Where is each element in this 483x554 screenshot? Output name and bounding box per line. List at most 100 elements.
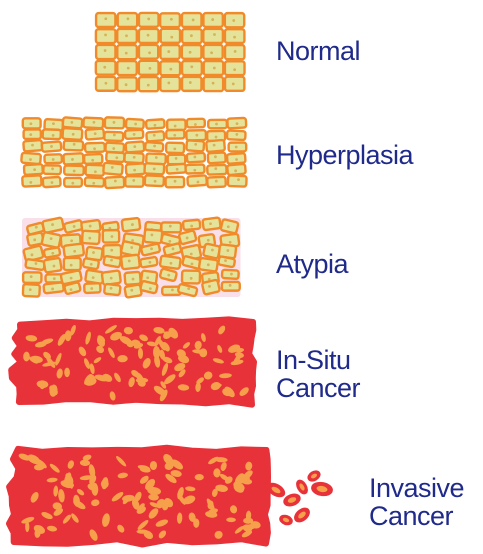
cell	[187, 119, 205, 128]
cell-nucleus	[236, 122, 239, 125]
cell-nucleus	[93, 121, 96, 124]
cell-nucleus	[72, 133, 75, 136]
cell-nucleus	[131, 239, 134, 242]
cell-nucleus	[125, 83, 128, 86]
cell-nucleus	[197, 181, 200, 184]
cell	[64, 258, 81, 270]
cell-nucleus	[92, 182, 95, 185]
cell-nucleus	[52, 158, 55, 161]
cell-nucleus	[89, 225, 92, 228]
cell	[167, 120, 185, 131]
cell-nucleus	[133, 145, 136, 148]
cell-nucleus	[211, 249, 214, 252]
cell-nucleus	[237, 178, 240, 181]
cell	[160, 13, 180, 27]
label-in-situ-cancer: In-Situ Cancer	[276, 346, 360, 402]
cell-nucleus	[29, 158, 32, 161]
cell-nucleus	[128, 260, 131, 263]
cell-nucleus	[110, 277, 113, 280]
tumor-cell-nucleus	[195, 474, 204, 480]
cell	[43, 129, 61, 139]
cell-nucleus	[224, 259, 227, 262]
cell-nucleus	[169, 68, 172, 71]
cell-nucleus	[71, 158, 74, 161]
cell-nucleus	[207, 263, 210, 266]
hyperplasia-tissue-illustration	[21, 117, 246, 188]
cell-nucleus	[134, 123, 137, 126]
cell	[85, 177, 104, 186]
cell	[161, 29, 180, 43]
cell-nucleus	[147, 84, 150, 87]
tumor-cell-nucleus	[64, 368, 70, 377]
cell	[144, 229, 162, 243]
cell-nucleus	[214, 155, 217, 158]
cell-nucleus	[209, 222, 212, 225]
cell	[207, 165, 226, 175]
cell-nucleus	[114, 180, 117, 183]
cell	[208, 152, 226, 163]
cell-nucleus	[190, 277, 193, 280]
cell-nucleus	[73, 225, 76, 228]
cell-nucleus	[71, 182, 74, 185]
invasive-cancer-tissue-illustration	[9, 448, 333, 545]
cell-nucleus	[31, 144, 34, 147]
cell-nucleus	[133, 169, 136, 172]
label-invasive-cancer: Invasive Cancer	[369, 474, 464, 530]
cell-nucleus	[149, 261, 152, 264]
cell-nucleus	[190, 65, 193, 68]
cell-nucleus	[173, 134, 176, 137]
cell-nucleus	[230, 273, 233, 276]
cell	[104, 284, 121, 295]
cell-nucleus	[214, 167, 217, 170]
cell-nucleus	[173, 147, 176, 150]
cell-nucleus	[110, 287, 113, 290]
cell-nucleus	[130, 246, 133, 249]
cell-nucleus	[190, 225, 193, 228]
cell	[186, 140, 204, 151]
cell-nucleus	[132, 179, 135, 182]
cell-nucleus	[234, 169, 237, 172]
cell-nucleus	[235, 146, 238, 149]
cell	[22, 175, 41, 186]
cell-nucleus	[125, 34, 128, 37]
cell-nucleus	[90, 263, 93, 266]
cell-nucleus	[227, 225, 230, 228]
cell-nucleus	[208, 285, 211, 288]
cell	[106, 152, 125, 162]
cell-nucleus	[191, 262, 194, 265]
cell-nucleus	[111, 235, 114, 238]
cell-nucleus	[73, 170, 76, 173]
cell-nucleus	[153, 168, 156, 171]
cell-nucleus	[112, 147, 115, 150]
cell	[187, 175, 207, 186]
cell-nucleus	[170, 18, 173, 21]
cell-nucleus	[186, 237, 189, 240]
cell-nucleus	[104, 49, 107, 52]
cell-nucleus	[194, 156, 197, 159]
cell-nucleus	[229, 284, 232, 287]
cell-nucleus	[110, 249, 113, 252]
cell-nucleus	[105, 82, 108, 85]
cell-nucleus	[172, 247, 175, 250]
cell-nucleus	[215, 136, 218, 139]
cell-nucleus	[194, 123, 197, 126]
cell-nucleus	[148, 51, 151, 54]
cell-nucleus	[133, 156, 136, 159]
cell-nucleus	[154, 124, 157, 127]
cell-nucleus	[151, 233, 154, 236]
cell-nucleus	[212, 82, 215, 85]
cell-nucleus	[211, 18, 214, 21]
cell-nucleus	[132, 278, 135, 281]
cell	[182, 45, 202, 59]
cell	[96, 45, 115, 59]
cell-nucleus	[110, 259, 113, 262]
cell	[122, 218, 141, 232]
cell-nucleus	[50, 145, 53, 148]
cell	[103, 163, 123, 175]
cell-nucleus	[88, 237, 91, 240]
cell-nucleus	[154, 180, 157, 183]
label-hyperplasia: Hyperplasia	[276, 141, 413, 169]
tumor-cell-nucleus	[243, 518, 253, 524]
label-normal: Normal	[276, 37, 360, 65]
